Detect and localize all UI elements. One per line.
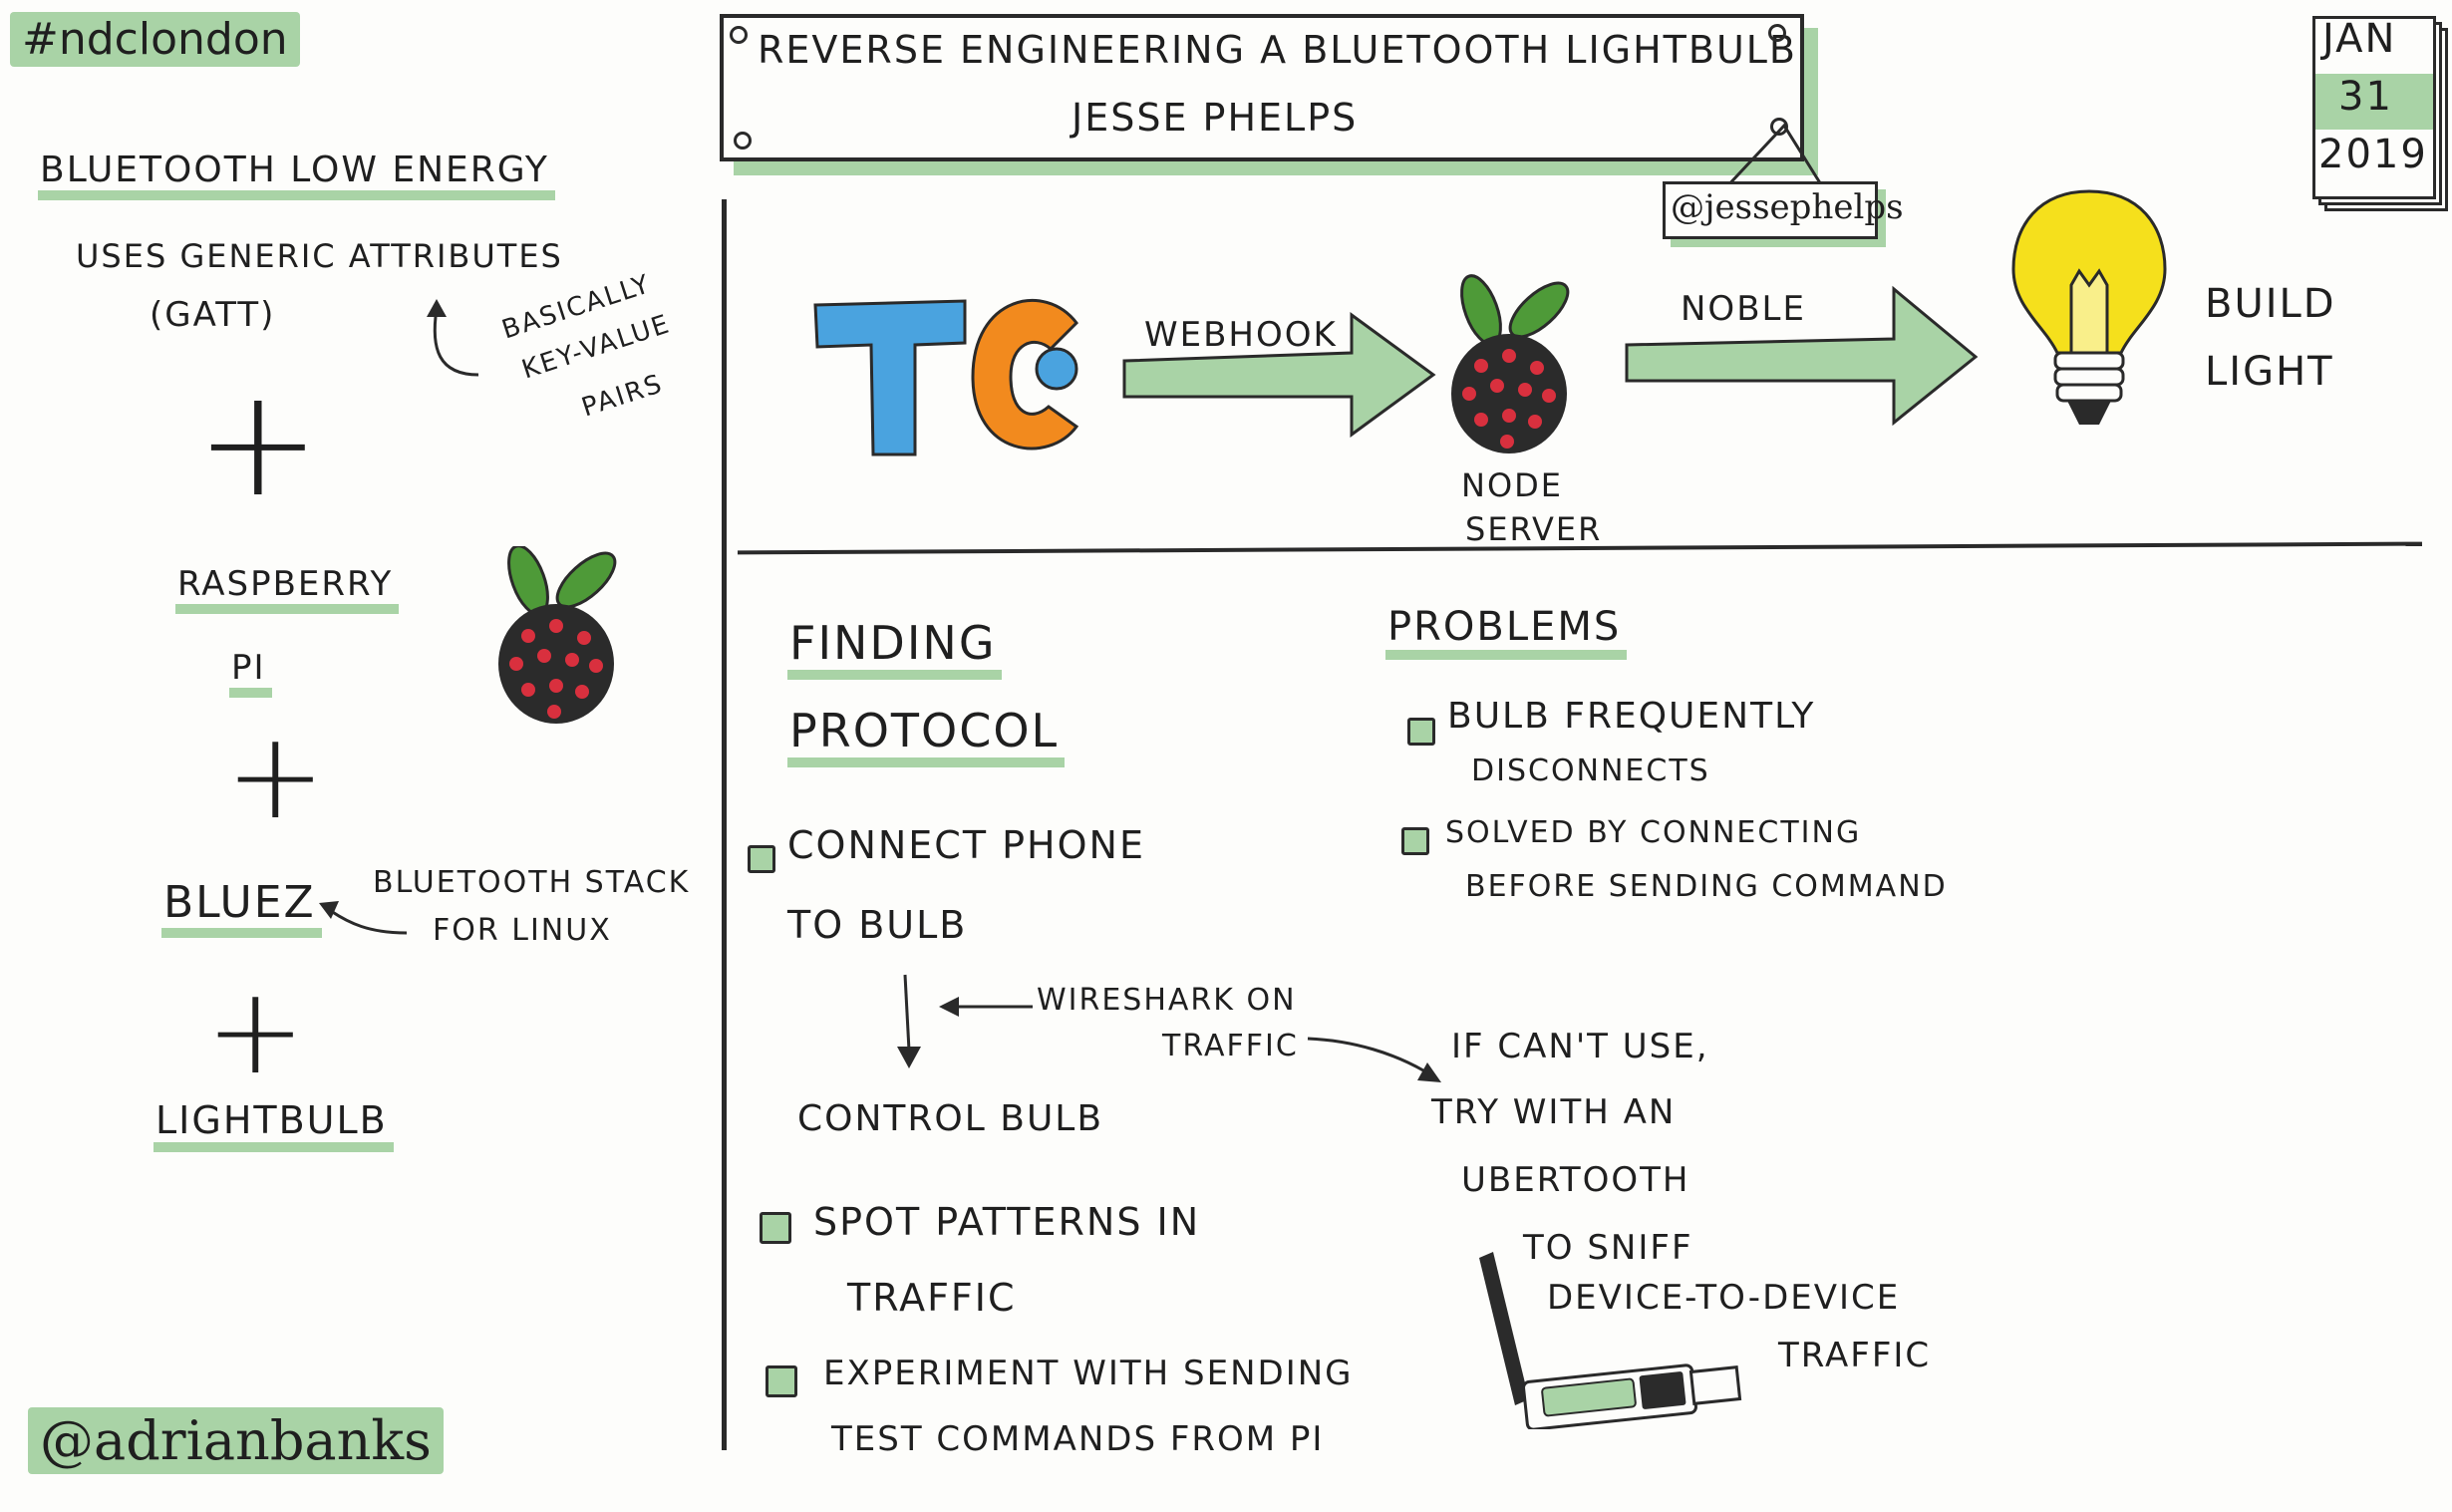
lightbulb-icon (2011, 189, 2167, 425)
checkbox-bullet (760, 1212, 791, 1244)
node-server-line1: NODE (1461, 466, 1563, 504)
problem2-line2: BEFORE SENDING COMMAND (1465, 869, 1948, 904)
webhook-label: WEBHOOK (1144, 315, 1338, 355)
ubertooth-line3: UBERTOOTH (1461, 1160, 1690, 1200)
speaker-name: JESSE PHELPS (1072, 96, 1359, 140)
checkbox-bullet (766, 1365, 797, 1397)
pin-icon (1768, 24, 1786, 42)
checkbox-bullet (1407, 718, 1435, 746)
teamcity-logo (813, 299, 1079, 456)
checkbox-bullet (748, 845, 775, 873)
arrow-right-icon (1307, 1037, 1441, 1082)
date-year: 2019 (2318, 132, 2428, 177)
pin-icon (734, 132, 752, 150)
lightbulb-label: LIGHTBULB (153, 1098, 394, 1152)
finding-protocol-title-line1: FINDING (787, 616, 1003, 680)
ubertooth-line2: TRY WITH AN (1431, 1092, 1677, 1132)
ubertooth-line6: TRAFFIC (1778, 1336, 1932, 1375)
tag-string (1722, 123, 1826, 191)
gatt-text-line2: (GATT) (150, 295, 276, 335)
arrow-down-icon (897, 974, 921, 1068)
plus-sign: + (225, 708, 326, 846)
gatt-text-line1: USES GENERIC ATTRIBUTES (76, 237, 563, 275)
finding-protocol-title-line2: PROTOCOL (787, 704, 1066, 767)
step2-line1: SPOT PATTERNS IN (813, 1200, 1201, 1244)
ubertooth-device-icon (1479, 1252, 1742, 1429)
pin-icon (730, 26, 748, 44)
build-light-line1: BUILD (2205, 281, 2336, 327)
raspberry-pi-icon (1451, 274, 1570, 454)
problem1-line1: BULB FREQUENTLY (1447, 696, 1816, 737)
checkbox-bullet (1401, 827, 1429, 855)
step3-line1: EXPERIMENT WITH SENDING (823, 1354, 1354, 1393)
bluez-label: BLUEZ (161, 877, 322, 938)
build-light-line2: LIGHT (2205, 349, 2334, 395)
date-day: 31 (2338, 74, 2393, 120)
raspberry-pi-label-line1: RASPBERRY (175, 564, 400, 614)
control-bulb: CONTROL BULB (797, 1098, 1104, 1139)
bluez-note-line2: FOR LINUX (433, 913, 612, 948)
step3-line2: TEST COMMANDS FROM PI (831, 1419, 1325, 1459)
gatt-note-line3: PAIRS (578, 369, 668, 424)
speaker-handle-tag (1663, 181, 1878, 239)
title-frame (720, 14, 1804, 161)
calendar-icon (2312, 10, 2448, 211)
bluez-note-line1: BLUETOOTH STACK (373, 865, 691, 900)
ubertooth-line5: DEVICE-TO-DEVICE (1547, 1278, 1901, 1318)
step1-line2: TO BULB (787, 903, 968, 947)
ble-title: BLUETOOTH LOW ENERGY (38, 150, 555, 200)
node-server-line2: SERVER (1465, 510, 1603, 548)
noble-label: NOBLE (1681, 289, 1806, 329)
wireshark-line2: TRAFFIC (1162, 1029, 1299, 1063)
arrow-right-icon (1122, 312, 1436, 438)
raspberry-pi-label-line2: PI (229, 648, 272, 698)
date-month: JAN (2322, 16, 2397, 62)
ubertooth-line1: IF CAN'T USE, (1451, 1027, 1709, 1066)
problem1-line2: DISCONNECTS (1471, 754, 1710, 788)
plus-sign: + (195, 357, 321, 530)
arrow-right-icon (1625, 285, 1979, 427)
vertical-divider (722, 199, 727, 1450)
talk-title: REVERSE ENGINEERING A BLUETOOTH LIGHTBUL… (758, 28, 1798, 72)
arrow-left-icon (319, 901, 408, 935)
problems-title: PROBLEMS (1385, 604, 1628, 660)
pin-icon (1770, 118, 1788, 136)
step2-line2: TRAFFIC (847, 1276, 1017, 1320)
author-handle: @adrianbanks (28, 1407, 444, 1474)
plus-sign: + (205, 963, 306, 1101)
hashtag: #ndclondon (10, 12, 300, 67)
arrow-left-icon (939, 997, 1033, 1017)
problem2-line1: SOLVED BY CONNECTING (1445, 815, 1862, 850)
speaker-handle: @jessephelps (1671, 187, 1904, 227)
wireshark-line1: WIRESHARK ON (1037, 983, 1297, 1018)
ubertooth-line4: TO SNIFF (1523, 1228, 1693, 1268)
curved-arrow-icon (427, 299, 479, 377)
raspberry-pi-icon (498, 546, 617, 724)
step1-line1: CONNECT PHONE (787, 823, 1145, 867)
